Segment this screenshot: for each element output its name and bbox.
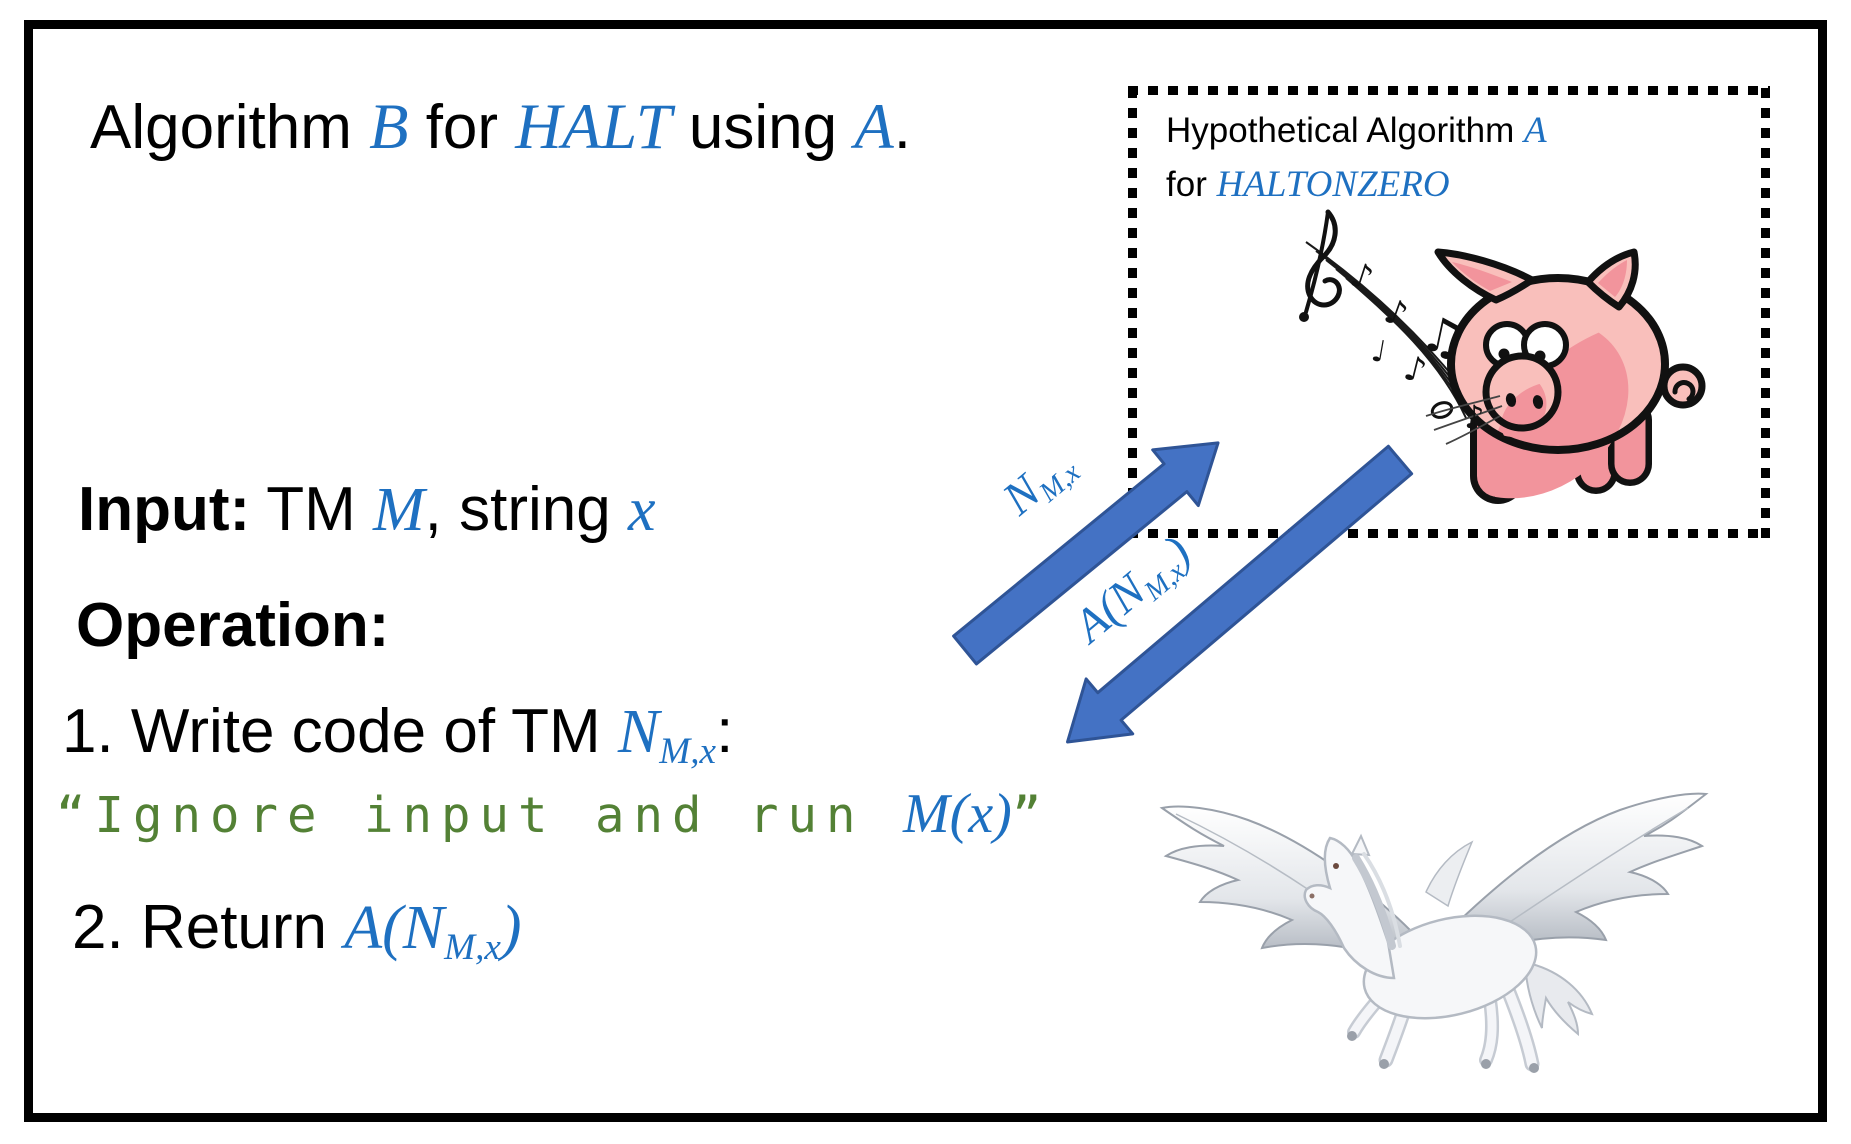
- step2-math-open: A(: [344, 894, 403, 962]
- step2-math-close: ): [500, 894, 522, 962]
- mouth-note-icon: ♪: [1464, 398, 1484, 436]
- svg-text:♪: ♪: [1345, 255, 1378, 300]
- step2-math-sub: M,x: [444, 927, 501, 969]
- music-notes: ♪ ♪ ♩ ♪ ♫: [1345, 255, 1469, 419]
- title-text-3: using: [671, 93, 855, 162]
- pig-snout: [1482, 352, 1562, 447]
- pig-ears: [1434, 248, 1639, 311]
- title-text-1: Algorithm: [90, 93, 370, 162]
- box-line1-math-A: A: [1523, 110, 1547, 151]
- pegasus-far-wing: [1425, 840, 1474, 908]
- input-text-2: , string: [424, 475, 628, 544]
- box-line2-text: for: [1166, 164, 1217, 204]
- whistling-pig-illustration: ♪ ♪ ♩ ♪ ♫: [1299, 209, 1706, 526]
- code-close-quote: ”: [1011, 787, 1051, 844]
- slide-border: [24, 20, 1827, 1122]
- step-1: 1. Write code of TM NM,x:: [62, 697, 734, 773]
- pegasus-mane-strand: [1362, 852, 1402, 948]
- input-math-M: M: [373, 476, 425, 544]
- input-math-x: x: [627, 476, 656, 544]
- code-math-Mx: M(x): [903, 783, 1012, 845]
- title-math-B: B: [369, 91, 409, 162]
- pegasus-ear: [1350, 833, 1371, 857]
- input-label: Input:: [78, 475, 251, 544]
- box-line2-math-HALTONZERO: HALTONZERO: [1216, 163, 1450, 205]
- step2-text: 2. Return: [72, 893, 345, 962]
- pegasus-mane: [1352, 854, 1396, 950]
- title-math-HALT: HALT: [515, 91, 672, 162]
- title-math-A: A: [854, 91, 894, 162]
- slide-title: Algorithm B for HALT using A.: [90, 91, 911, 163]
- pegasus-illustration: [1159, 792, 1709, 1073]
- svg-text:♩: ♩: [1369, 333, 1389, 370]
- tm-code-line: “Ignore input and run M(x)”: [56, 782, 1050, 846]
- step1-colon: :: [716, 697, 734, 766]
- pegasus-tail: [1524, 962, 1594, 1037]
- code-text: Ignore input and run: [94, 787, 904, 844]
- input-line: Input: TM M, string x: [78, 475, 656, 544]
- step-2: 2. Return A(NM,x): [72, 893, 522, 969]
- title-text-2: for: [408, 93, 516, 162]
- pegasus-nostril: [1309, 893, 1315, 899]
- code-open-quote: “: [56, 787, 95, 844]
- step1-math-N: N: [617, 698, 660, 766]
- title-period: .: [893, 93, 911, 162]
- pig-tail: [1660, 363, 1706, 409]
- step1-text: 1. Write code of TM: [62, 697, 618, 766]
- operation-heading: Operation:: [76, 591, 390, 660]
- step2-math-N: N: [402, 894, 445, 962]
- step1-math-sub: M,x: [659, 731, 717, 773]
- box-line1-text: Hypothetical Algorithm: [1166, 111, 1524, 150]
- pegasus-eye: [1333, 863, 1339, 869]
- whistle-lines: [1425, 395, 1503, 445]
- pegasus-body: [1362, 914, 1538, 1020]
- treble-clef-icon: [1299, 209, 1342, 322]
- input-text-1: TM: [250, 475, 373, 544]
